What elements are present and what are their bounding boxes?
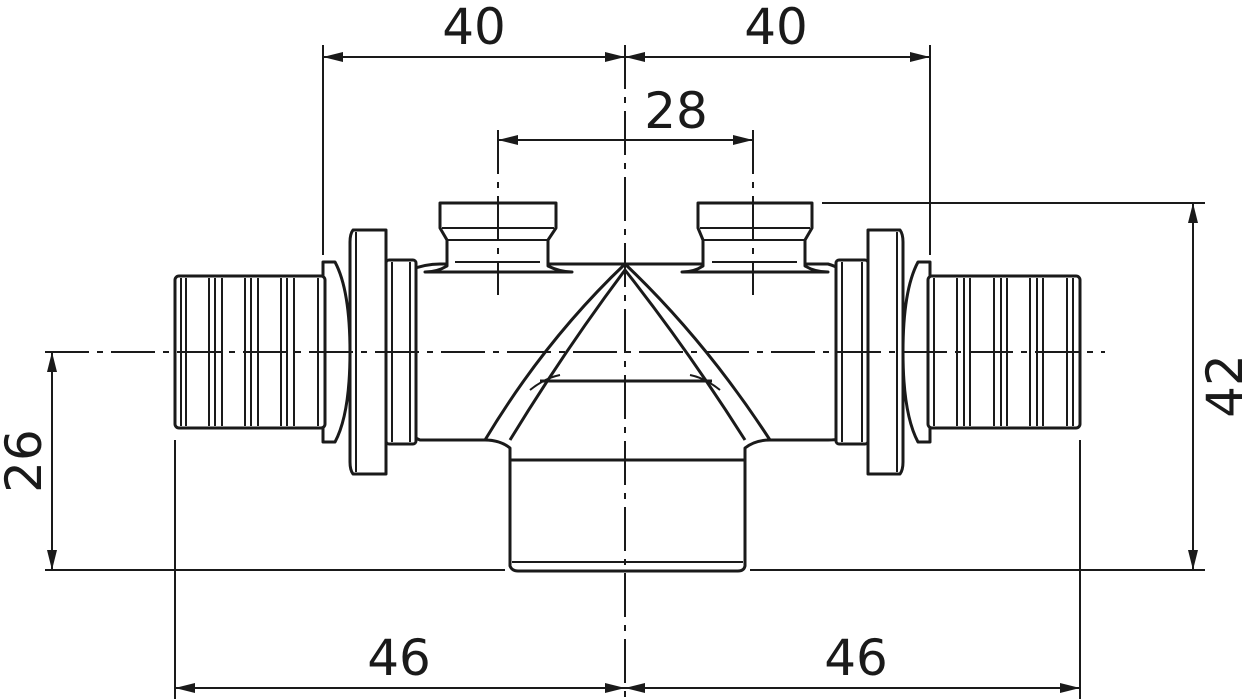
dim-label-top-left: 40 (442, 0, 506, 56)
dimension-lines (47, 52, 1198, 693)
dim-label-left-height: 26 (0, 429, 53, 493)
center-lines (45, 45, 1105, 699)
main-body (408, 262, 850, 462)
dim-label-bottom-right: 46 (824, 629, 888, 687)
fitting-body (173, 201, 1082, 573)
top-port-right (680, 201, 830, 274)
extension-lines (45, 45, 1205, 699)
dim-label-inner-center: 28 (644, 82, 708, 140)
dim-label-bottom-left: 46 (367, 629, 431, 687)
bottom-outlet (508, 438, 747, 573)
dim-label-top-right: 40 (744, 0, 808, 56)
dim-label-right-height: 42 (1196, 354, 1250, 418)
